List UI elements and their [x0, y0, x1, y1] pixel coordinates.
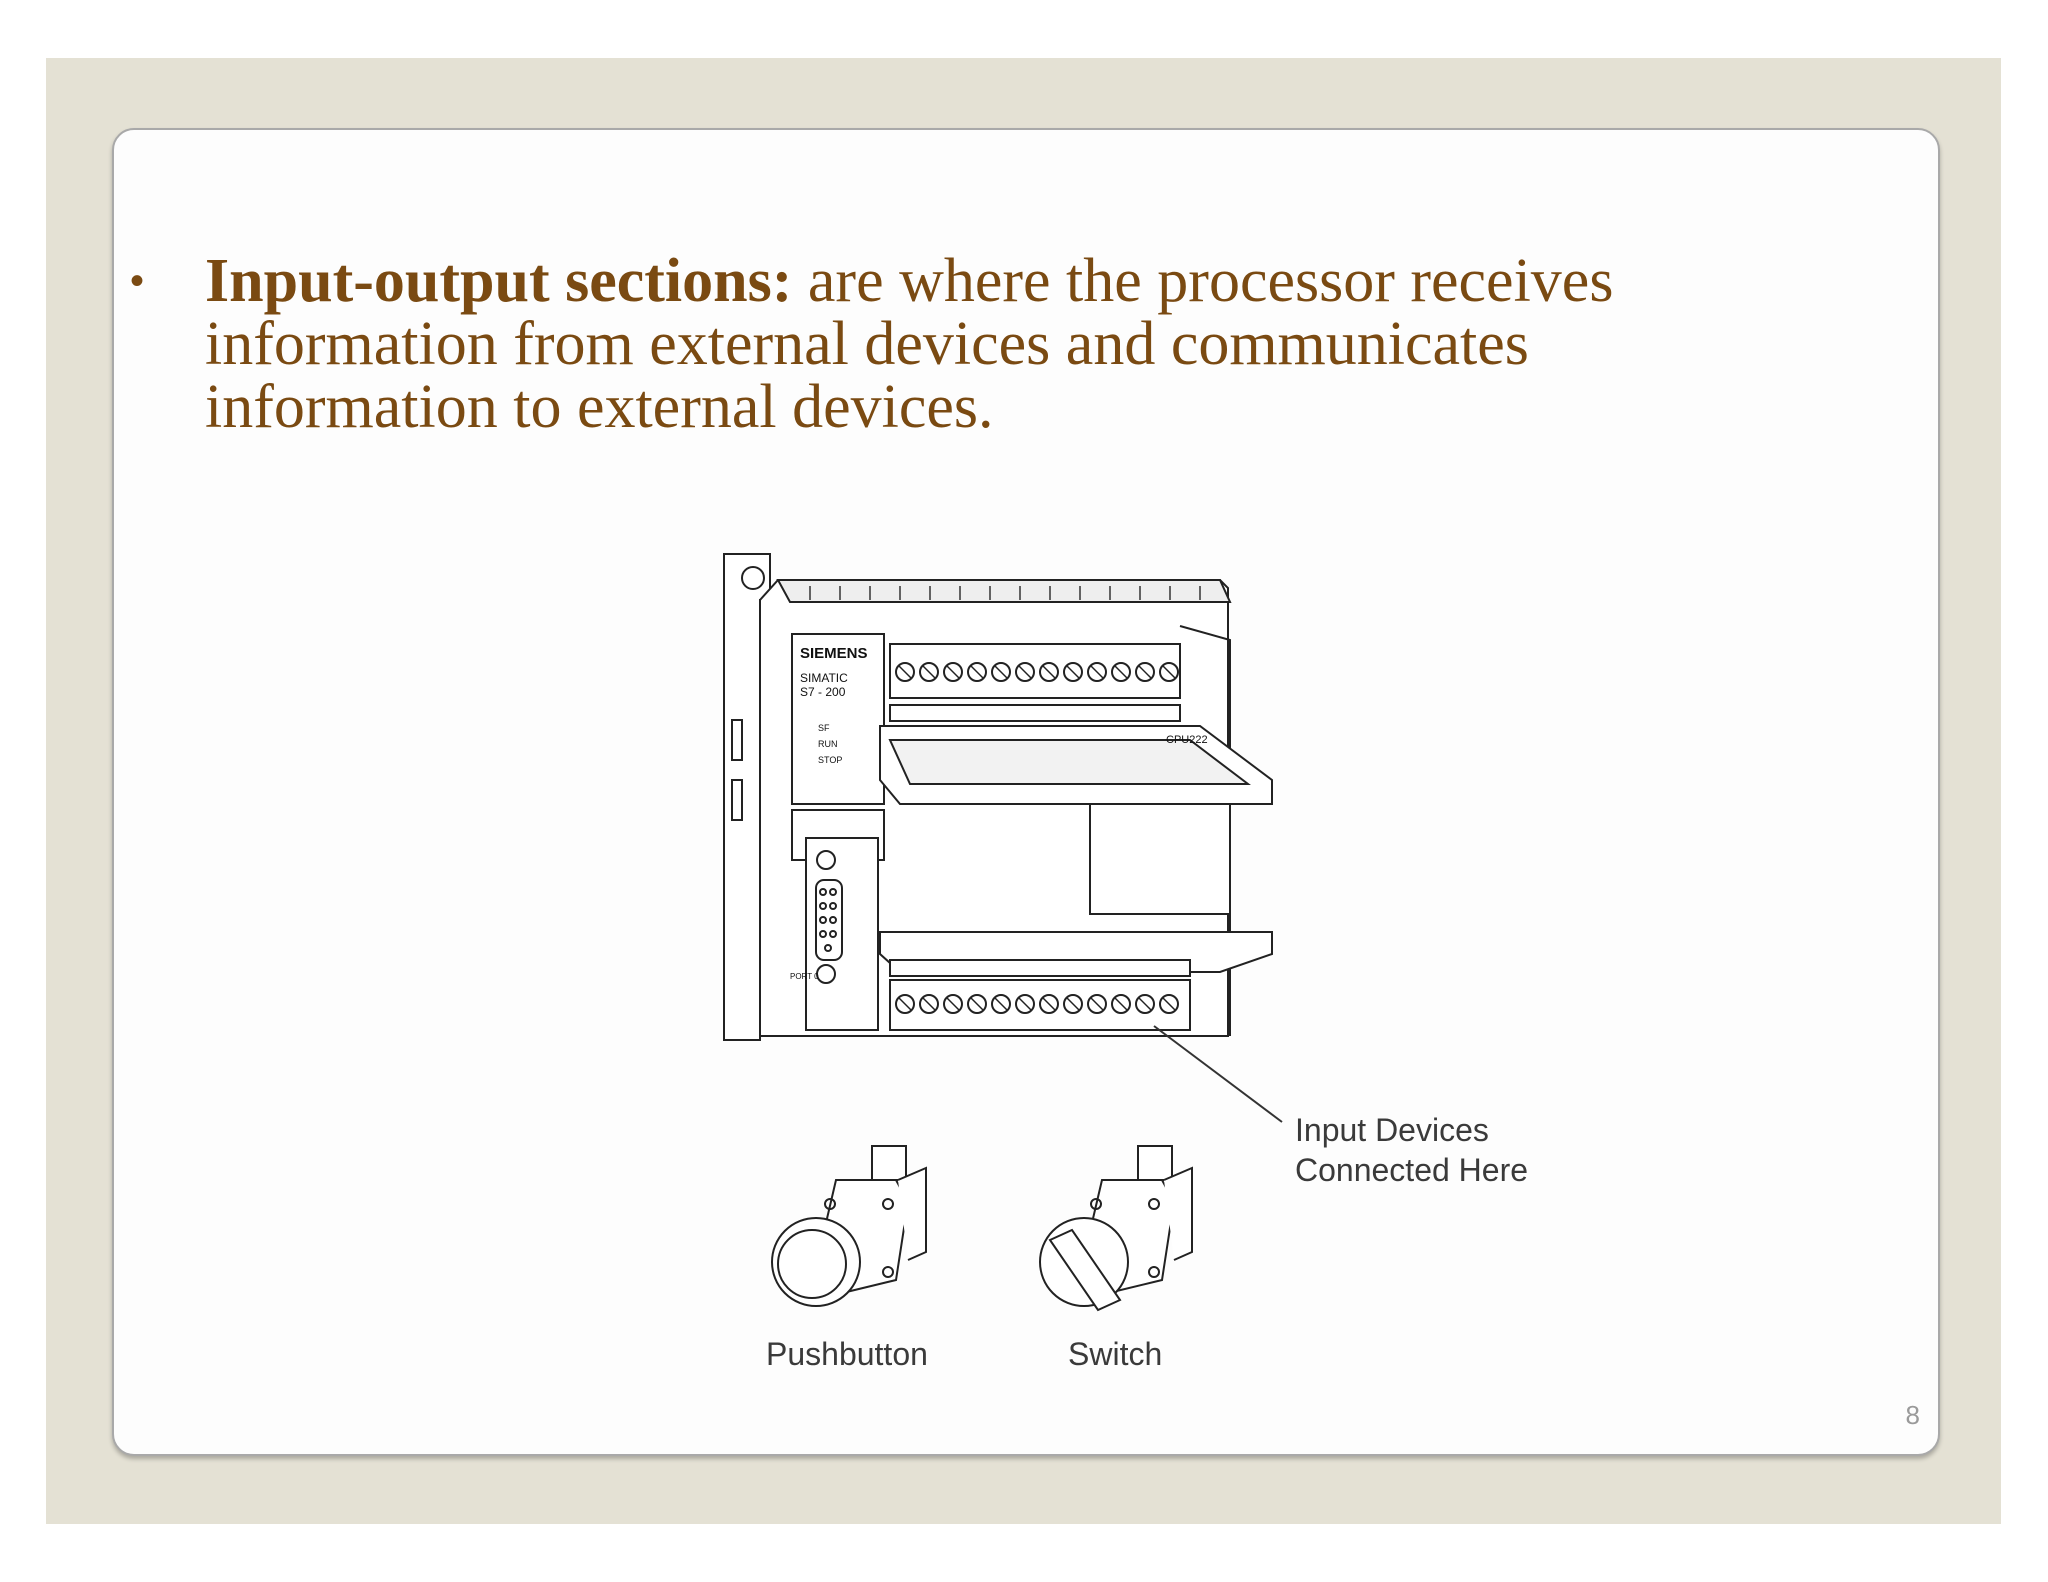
- switch-icon: [1039, 1145, 1193, 1312]
- bullet-text: Input-output sections: are where the pro…: [205, 250, 1765, 439]
- callout-line1: Input Devices: [1295, 1112, 1489, 1148]
- device-model-label: CPU222: [1166, 734, 1208, 746]
- led-run-label: RUN: [818, 739, 838, 749]
- pushbutton-caption: Pushbutton: [766, 1336, 928, 1372]
- switch-caption: Switch: [1068, 1336, 1163, 1372]
- callout-line2: Connected Here: [1295, 1152, 1529, 1188]
- device-brand-label: SIEMENS: [800, 645, 868, 662]
- bullet-body: are where the processor receives informa…: [205, 247, 1614, 441]
- device-line1-label: SIMATIC: [800, 671, 848, 685]
- page-number: 8: [1905, 1400, 1920, 1430]
- bullet-icon: •: [130, 259, 145, 303]
- device-port-label: PORT 0: [790, 972, 819, 981]
- led-stop-label: STOP: [818, 755, 843, 765]
- bullet-heading: Input-output sections:: [205, 247, 793, 315]
- device-line2-label: S7 - 200: [800, 685, 846, 699]
- led-sf-label: SF: [818, 723, 830, 733]
- pushbutton-icon: [771, 1145, 927, 1307]
- plc-illustration: [723, 553, 1283, 1312]
